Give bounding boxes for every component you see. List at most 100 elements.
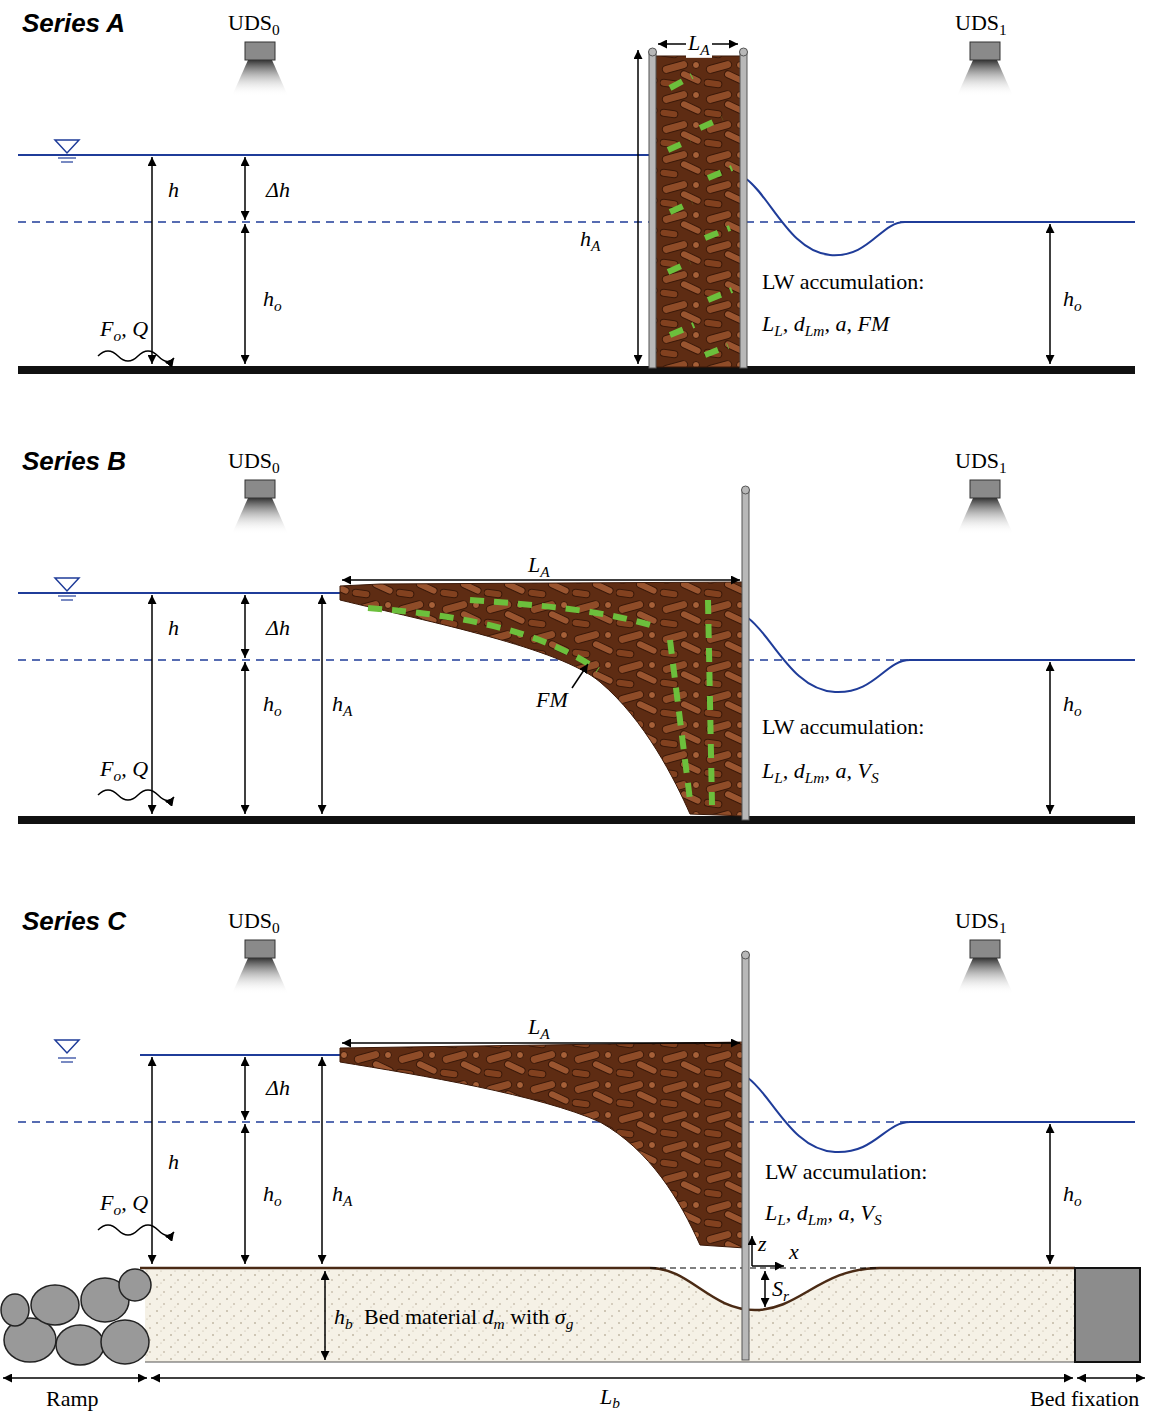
label-text: V bbox=[858, 758, 871, 783]
subscript-text: g bbox=[566, 1314, 574, 1331]
diagram-label: LW accumulation: bbox=[762, 269, 924, 294]
label-text: L bbox=[762, 311, 774, 336]
label-text: L bbox=[528, 552, 540, 577]
diagram-label: UDS1 bbox=[955, 448, 1007, 476]
diagram-label: LA bbox=[686, 30, 712, 58]
label-text: UDS bbox=[228, 448, 272, 473]
subscript-text: o bbox=[274, 701, 282, 718]
label-text: Series C bbox=[22, 906, 126, 936]
label-text: z bbox=[758, 1231, 767, 1256]
label-text: h bbox=[332, 691, 343, 716]
label-text: UDS bbox=[955, 908, 999, 933]
label-text: , d bbox=[783, 311, 805, 336]
label-text: F bbox=[100, 1190, 113, 1215]
subscript-text: o bbox=[113, 326, 121, 343]
subscript-text: A bbox=[343, 701, 352, 718]
diagram-label: Ramp bbox=[46, 1386, 99, 1411]
label-text: d bbox=[483, 1304, 494, 1329]
label-text: h bbox=[263, 286, 274, 311]
label-text: L bbox=[765, 1200, 777, 1225]
subscript-text: Lm bbox=[808, 1210, 828, 1227]
diagram-label: Fo, Q bbox=[100, 316, 148, 344]
subscript-text: A bbox=[540, 1024, 549, 1041]
diagram-label: LA bbox=[528, 1014, 550, 1042]
subscript-text: A bbox=[700, 40, 709, 57]
label-text: , a, bbox=[828, 1200, 861, 1225]
diagram-label: ho bbox=[1063, 691, 1082, 719]
subscript-text: o bbox=[1074, 296, 1082, 313]
diagram-label: hA bbox=[332, 691, 352, 719]
diagram-label: Bed fixation bbox=[1030, 1386, 1139, 1411]
subscript-text: 1 bbox=[999, 918, 1007, 935]
label-text: LW accumulation: bbox=[765, 1159, 927, 1184]
diagram-label: ho bbox=[263, 286, 282, 314]
diagram-label: Fo, Q bbox=[100, 756, 148, 784]
subscript-text: 0 bbox=[272, 918, 280, 935]
diagram-label: h bbox=[168, 615, 179, 640]
label-text: h bbox=[1063, 1181, 1074, 1206]
label-text: , a, FM bbox=[825, 311, 890, 336]
label-text: h bbox=[263, 1181, 274, 1206]
subscript-text: o bbox=[274, 1191, 282, 1208]
diagram-label: hb bbox=[334, 1304, 353, 1332]
label-text: h bbox=[334, 1304, 345, 1329]
diagram-label: LL, dLm, a, FM bbox=[762, 311, 889, 339]
diagram-label: Δh bbox=[266, 615, 290, 640]
series-title: Series C bbox=[22, 907, 126, 937]
subscript-text: A bbox=[591, 236, 600, 253]
diagram-label: UDS1 bbox=[955, 10, 1007, 38]
diagram-label: hA bbox=[332, 1181, 352, 1209]
subscript-text: 1 bbox=[999, 458, 1007, 475]
diagram-label: UDS0 bbox=[228, 10, 280, 38]
subscript-text: b bbox=[345, 1314, 353, 1331]
label-text: h bbox=[1063, 691, 1074, 716]
subscript-text: Lm bbox=[805, 321, 825, 338]
subscript-text: o bbox=[274, 296, 282, 313]
label-text: h bbox=[168, 177, 179, 202]
subscript-text: A bbox=[343, 1191, 352, 1208]
label-text: , d bbox=[786, 1200, 808, 1225]
label-text: UDS bbox=[955, 448, 999, 473]
series-b-drawing bbox=[18, 480, 1135, 824]
label-text: LW accumulation: bbox=[762, 269, 924, 294]
label-text: , Q bbox=[121, 316, 148, 341]
diagram-label: Fo, Q bbox=[100, 1190, 148, 1218]
diagram-label: Lb bbox=[598, 1384, 622, 1412]
diagram-label: h bbox=[168, 1149, 179, 1174]
diagram-label: LW accumulation: bbox=[765, 1159, 927, 1184]
label-text: V bbox=[861, 1200, 874, 1225]
subscript-text: L bbox=[777, 1210, 786, 1227]
diagram-label: Δh bbox=[266, 1075, 290, 1100]
series-title: Series A bbox=[22, 9, 125, 39]
subscript-text: r bbox=[783, 1286, 789, 1303]
subscript-text: S bbox=[871, 768, 879, 785]
label-text: LW accumulation: bbox=[762, 714, 924, 739]
label-text: F bbox=[100, 756, 113, 781]
subscript-text: A bbox=[540, 562, 549, 579]
subscript-text: b bbox=[612, 1394, 620, 1411]
subscript-text: m bbox=[494, 1314, 505, 1331]
subscript-text: S bbox=[874, 1210, 882, 1227]
subscript-text: 1 bbox=[999, 20, 1007, 37]
diagram-label: ho bbox=[1063, 286, 1082, 314]
label-text: Series B bbox=[22, 446, 126, 476]
label-text: h bbox=[1063, 286, 1074, 311]
label-text: UDS bbox=[955, 10, 999, 35]
diagram-label: Sr bbox=[772, 1276, 789, 1304]
label-text: UDS bbox=[228, 10, 272, 35]
subscript-text: L bbox=[774, 321, 783, 338]
label-text: x bbox=[789, 1239, 799, 1264]
diagram-label: h bbox=[168, 177, 179, 202]
diagram-label: z bbox=[758, 1231, 767, 1256]
diagram-label: LA bbox=[528, 552, 550, 580]
label-text: with bbox=[505, 1304, 555, 1329]
label-text: , d bbox=[783, 758, 805, 783]
diagram-label: Δh bbox=[266, 177, 290, 202]
label-text: L bbox=[762, 758, 774, 783]
diagram-label: LL, dLm, a, VS bbox=[765, 1200, 882, 1228]
diagram-label: Bed material dm with σg bbox=[364, 1304, 573, 1332]
label-text: , Q bbox=[121, 1190, 148, 1215]
diagram-label: ho bbox=[263, 691, 282, 719]
